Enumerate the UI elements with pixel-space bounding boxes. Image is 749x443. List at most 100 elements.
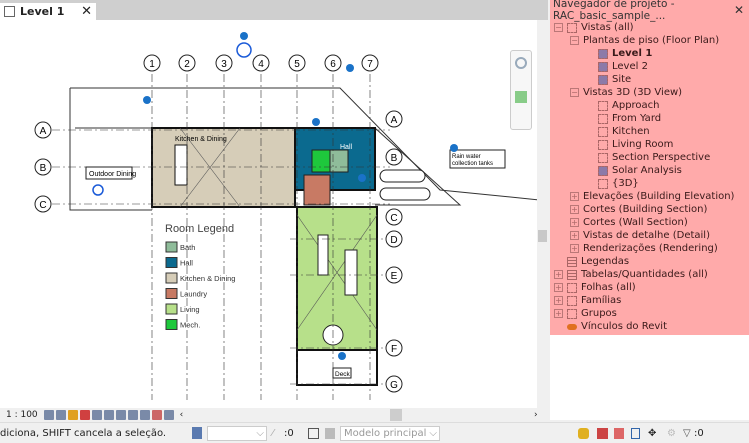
- crop-view-icon[interactable]: [103, 410, 114, 420]
- tree-node[interactable]: +Folhas (all): [550, 281, 749, 294]
- tree-node-label: Legendas: [581, 256, 630, 267]
- select-by-face-icon[interactable]: [631, 427, 640, 439]
- grid-label: G: [390, 380, 398, 391]
- tree-node[interactable]: +Vistas de detalhe (Detail): [550, 229, 749, 242]
- grid-bubble: [34, 121, 52, 139]
- detail-level-icon[interactable]: [43, 410, 54, 420]
- visual-style-icon[interactable]: [55, 410, 66, 420]
- show-crop-icon[interactable]: [115, 410, 126, 420]
- tree-node[interactable]: Level 1: [550, 47, 749, 60]
- view-icon: [598, 100, 608, 111]
- analytical-model-icon[interactable]: [163, 410, 174, 420]
- close-browser-icon[interactable]: ✕: [733, 3, 744, 17]
- background-process-icon[interactable]: ⚙: [667, 427, 676, 439]
- expand-icon[interactable]: +: [554, 283, 563, 292]
- tree-node[interactable]: Section Perspective: [550, 151, 749, 164]
- render-icon[interactable]: [91, 410, 102, 420]
- deck-tag-box: [332, 367, 352, 379]
- legend-label: Mech.: [180, 321, 200, 330]
- view-icon: [567, 282, 577, 293]
- tree-node-label: Plantas de piso (Floor Plan): [583, 35, 720, 46]
- tree-node[interactable]: Site: [550, 73, 749, 86]
- grid-bubble: [385, 375, 403, 393]
- grid-label: 5: [294, 59, 300, 70]
- tree-node[interactable]: −Vistas (all): [550, 21, 749, 34]
- filter-icon[interactable]: ▽: [683, 427, 691, 439]
- design-option-icon[interactable]: [325, 427, 335, 439]
- grid-label: E: [391, 271, 398, 282]
- collapse-icon[interactable]: −: [570, 36, 579, 45]
- tree-node[interactable]: Kitchen: [550, 125, 749, 138]
- schedule-icon: [567, 269, 577, 280]
- scroll-left-icon[interactable]: ‹: [179, 410, 184, 420]
- collapse-icon[interactable]: −: [554, 23, 563, 32]
- navigation-bar[interactable]: [510, 50, 532, 130]
- tree-node[interactable]: Level 2: [550, 60, 749, 73]
- expand-icon[interactable]: +: [570, 205, 579, 214]
- tree-node[interactable]: {3D}: [550, 177, 749, 190]
- shelf: [317, 234, 329, 276]
- tree-node[interactable]: −Plantas de piso (Floor Plan): [550, 34, 749, 47]
- horizontal-scroll-thumb[interactable]: [390, 409, 402, 421]
- expand-icon[interactable]: +: [554, 296, 563, 305]
- legend-label: Laundry: [180, 290, 207, 299]
- drag-on-selection-icon[interactable]: ✥: [648, 427, 657, 439]
- tree-node[interactable]: +Famílias: [550, 294, 749, 307]
- tree-node[interactable]: From Yard: [550, 112, 749, 125]
- select-links-icon[interactable]: [578, 427, 589, 439]
- reveal-hidden-icon[interactable]: [139, 410, 150, 420]
- design-option-select[interactable]: Modelo principal⌵: [340, 426, 440, 441]
- tree-node[interactable]: +Cortes (Wall Section): [550, 216, 749, 229]
- worksharing-icon[interactable]: [151, 410, 162, 420]
- sun-path-icon[interactable]: [67, 410, 78, 420]
- tree-node[interactable]: +Renderizações (Rendering): [550, 242, 749, 255]
- expand-icon[interactable]: +: [554, 309, 563, 318]
- tree-node[interactable]: +Cortes (Building Section): [550, 203, 749, 216]
- workset-select[interactable]: ⌵: [207, 426, 267, 441]
- editable-only-icon[interactable]: ⁄: [272, 427, 274, 439]
- scroll-thumb[interactable]: [538, 230, 547, 242]
- help-icon: [240, 32, 248, 40]
- select-underlay-icon[interactable]: [597, 427, 608, 439]
- tree-node[interactable]: −Vistas 3D (3D View): [550, 86, 749, 99]
- workset-icon[interactable]: [192, 427, 202, 439]
- expand-icon[interactable]: +: [570, 244, 579, 253]
- tab-level-1[interactable]: Level 1 ✕: [0, 3, 96, 20]
- scroll-right-icon[interactable]: ›: [534, 410, 538, 420]
- zoom-icon[interactable]: [515, 91, 527, 103]
- tree-node[interactable]: +Elevações (Building Elevation): [550, 190, 749, 203]
- tree-node[interactable]: Approach: [550, 99, 749, 112]
- tree-node[interactable]: Vínculos do Revit: [550, 320, 749, 333]
- tree-node[interactable]: Solar Analysis: [550, 164, 749, 177]
- temporary-hide-icon[interactable]: [127, 410, 138, 420]
- design-options-icon[interactable]: [308, 427, 319, 439]
- tree-node[interactable]: Legendas: [550, 255, 749, 268]
- tree-node-label: Living Room: [612, 139, 674, 150]
- tree-node[interactable]: +Grupos: [550, 307, 749, 320]
- expand-icon[interactable]: +: [570, 192, 579, 201]
- expand-icon[interactable]: +: [570, 218, 579, 227]
- expand-icon[interactable]: +: [554, 270, 563, 279]
- tree-node[interactable]: +Tabelas/Quantidades (all): [550, 268, 749, 281]
- grid-bubble: [385, 266, 403, 284]
- scale-label[interactable]: 1 : 100: [6, 410, 38, 420]
- tree-node-label: From Yard: [612, 113, 662, 124]
- help-icon: [450, 144, 458, 152]
- tree-node-label: Level 1: [612, 48, 653, 59]
- help-icon: [312, 118, 320, 126]
- legend-swatch: [165, 303, 178, 315]
- close-tab-icon[interactable]: ✕: [81, 4, 92, 19]
- legend-swatch: [165, 241, 178, 253]
- elevation-marker: [236, 42, 252, 58]
- tree-node[interactable]: Living Room: [550, 138, 749, 151]
- shadows-icon[interactable]: [79, 410, 90, 420]
- browser-tree: −Vistas (all)−Plantas de piso (Floor Pla…: [550, 20, 749, 335]
- grid-bubble: [385, 339, 403, 357]
- steering-wheel-icon[interactable]: [515, 57, 527, 69]
- select-pinned-icon[interactable]: [614, 427, 624, 439]
- expand-icon[interactable]: +: [570, 231, 579, 240]
- collapse-icon[interactable]: −: [570, 88, 579, 97]
- vertical-scrollbar[interactable]: [537, 20, 548, 408]
